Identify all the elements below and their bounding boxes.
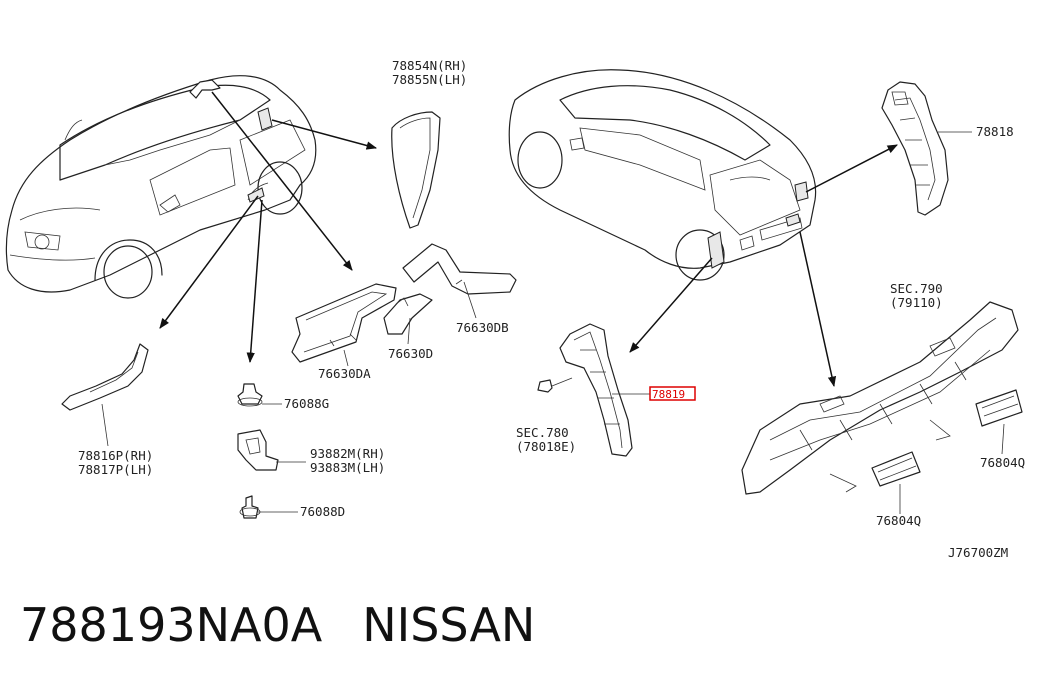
label-76804q-center: 76804Q (876, 513, 921, 528)
label-78816p: 78816P(RH) (78, 448, 153, 463)
right-car-illustration (508, 69, 817, 281)
label-sec-790: SEC.790 (890, 281, 943, 296)
label-76088d: 76088D (300, 504, 345, 519)
label-sec-790-sub: (79110) (890, 295, 943, 310)
highlight-part-number: 78819 (652, 388, 685, 401)
label-78854n: 78854N(RH) (392, 58, 467, 73)
part-rear-panel-assembly (741, 301, 1019, 495)
label-76630da: 76630DA (318, 366, 371, 381)
part-76630-panels (291, 243, 517, 363)
part-78819-panel (537, 323, 650, 457)
left-car-illustration (5, 75, 317, 299)
diagram-reference-code: J76700ZM (948, 545, 1008, 560)
label-76630db: 76630DB (456, 320, 509, 335)
part-76804q-blocks (871, 389, 1023, 487)
label-sec-780: SEC.780 (516, 425, 569, 440)
label-78817p: 78817P(LH) (78, 462, 153, 477)
part-clips-and-bracket (237, 383, 279, 519)
label-93882m: 93882M(RH) (310, 446, 385, 461)
label-76630d: 76630D (388, 346, 433, 361)
label-93883m: 93883M(LH) (310, 460, 385, 475)
highlight-box (649, 386, 696, 401)
label-leaders (101, 131, 1005, 514)
label-sec-780-sub: (78018E) (516, 439, 576, 454)
part-side-sill-strip (61, 343, 149, 411)
leader-arrows (159, 91, 898, 388)
label-78818: 78818 (976, 124, 1014, 139)
footer-brand: NISSAN (362, 598, 536, 652)
part-78818-bracket (881, 81, 949, 216)
footer-part-number: 788193NA0A (20, 598, 323, 652)
label-76804q-right: 76804Q (980, 455, 1025, 470)
part-quarter-garnish (391, 111, 441, 229)
footer-caption: 788193NA0A NISSAN (20, 598, 535, 652)
highlighted-part-label[interactable]: 78819 (649, 386, 696, 401)
label-76088g: 76088G (284, 396, 329, 411)
part-labels: 78854N(RH) 78855N(LH) 78818 76630DB 7663… (78, 58, 1025, 560)
label-78855n: 78855N(LH) (392, 72, 467, 87)
